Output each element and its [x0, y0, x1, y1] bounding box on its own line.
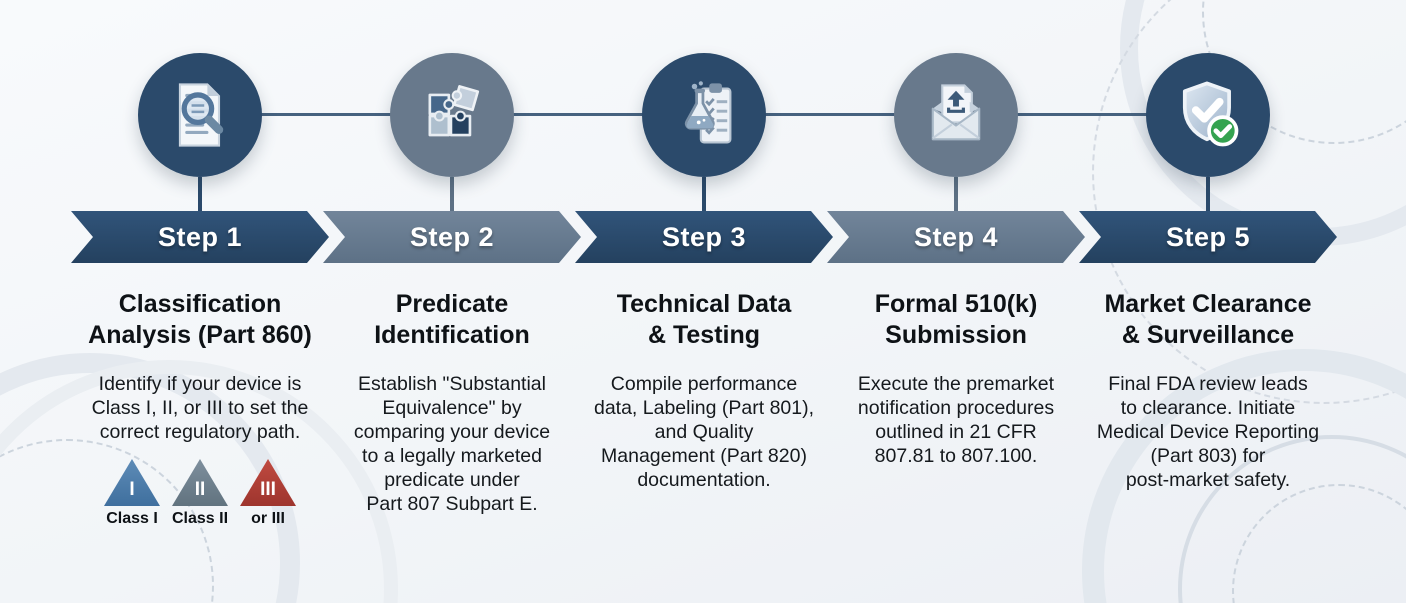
puzzle-icon: [428, 85, 480, 137]
step-3-banner: Step 3: [575, 211, 833, 263]
step-5-description: Final FDA review leads to clearance. Ini…: [1096, 373, 1320, 491]
step-2-drop-connector: [450, 177, 454, 211]
steps-row: Step 1 Classification Analysis (Part 860…: [71, 0, 1337, 528]
document-search-icon: [178, 83, 224, 147]
step-5-title: Market Clearance & Surveillance: [1104, 290, 1312, 349]
class-3-triangle-icon: III: [240, 459, 297, 506]
step-3-title: Technical Data & Testing: [616, 290, 792, 349]
step-2-title: Predicate Identification: [374, 290, 530, 349]
step-1-icon-circle: [138, 53, 262, 177]
shield-check-icon: [1182, 81, 1239, 147]
step-3-description: Compile performance data, Labeling (Part…: [593, 373, 815, 491]
step-5-column: Step 5 Market Clearance & Surveillance F…: [1079, 0, 1337, 528]
step-1-drop-connector: [198, 177, 202, 211]
step-3-column: Step 3 Technical Data & Testing Compile …: [575, 0, 833, 528]
envelope-upload-icon: [931, 84, 981, 141]
class-1-triangle-icon: I: [103, 459, 160, 506]
step-1-description: Identify if your device is Class I, II, …: [91, 373, 309, 443]
step-4-title: Formal 510(k) Submission: [874, 290, 1038, 349]
class-2-label: Class II: [171, 510, 229, 527]
class-3-badge: III or III: [240, 459, 297, 528]
class-1-label: Class I: [106, 510, 158, 527]
step-2-banner: Step 2: [323, 211, 581, 263]
flask-checklist-icon: [684, 81, 732, 144]
step-4-column: Step 4 Formal 510(k) Submission Execute …: [827, 0, 1085, 528]
class-1-badge: I Class I: [103, 459, 160, 528]
step-3-icon-circle: [642, 53, 766, 177]
device-class-badges: I Class I II Class II III or III: [103, 459, 297, 528]
class-3-label: or III: [251, 510, 285, 527]
step-5-icon-circle: [1146, 53, 1270, 177]
step-1-title: Classification Analysis (Part 860): [88, 290, 312, 349]
step-4-icon-circle: [894, 53, 1018, 177]
step-5-banner: Step 5: [1079, 211, 1337, 263]
step-4-description: Execute the premarket notification proce…: [857, 373, 1055, 467]
step-2-icon-circle: [390, 53, 514, 177]
step-4-banner: Step 4: [827, 211, 1085, 263]
class-2-badge: II Class II: [172, 459, 228, 528]
step-5-drop-connector: [1206, 177, 1210, 211]
step-1-banner: Step 1: [71, 211, 329, 263]
step-4-drop-connector: [954, 177, 958, 211]
step-1-column: Step 1 Classification Analysis (Part 860…: [71, 0, 329, 528]
step-2-description: Establish "Substantial Equivalence" by c…: [353, 373, 551, 515]
class-2-triangle-icon: II: [172, 459, 228, 506]
step-3-drop-connector: [702, 177, 706, 211]
step-2-column: Step 2 Predicate Identification Establis…: [323, 0, 581, 528]
